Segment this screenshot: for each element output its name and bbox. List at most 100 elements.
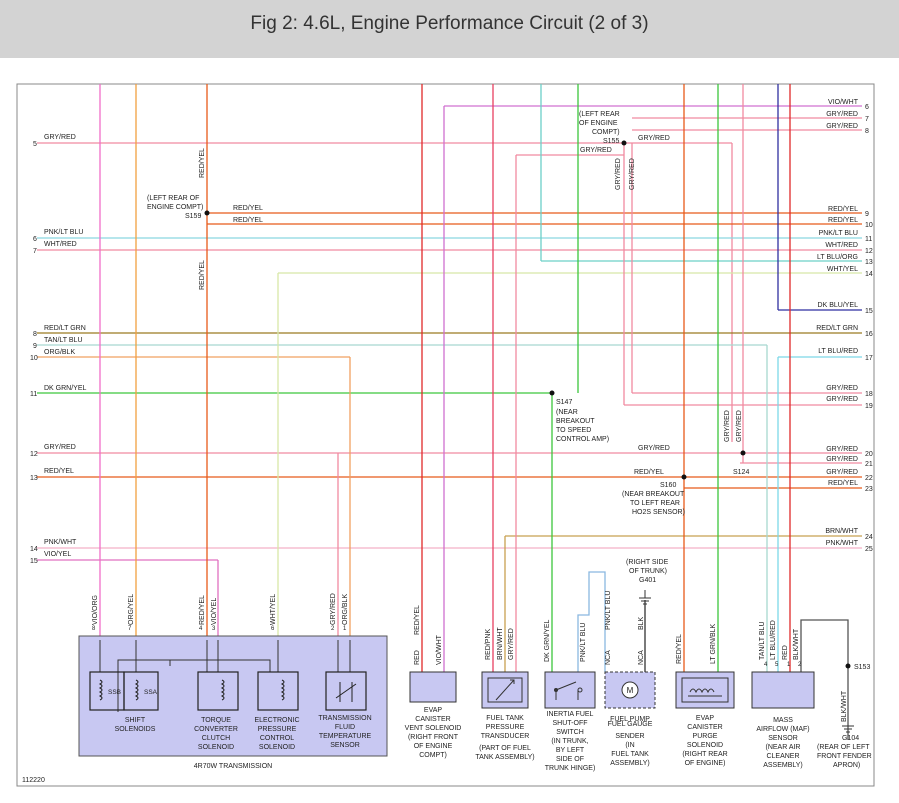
left-num-7: 7 xyxy=(33,248,37,255)
label-ssa: SSA xyxy=(144,689,158,696)
s160-line3: TO LEFT REAR xyxy=(630,500,680,507)
evap-vent-l2: CANISTER xyxy=(415,716,450,723)
g401-line2: OF TRUNK) xyxy=(629,568,667,575)
splice-s124-dot xyxy=(740,450,746,456)
left-wire-11: DK GRN/YEL xyxy=(44,385,87,392)
s155-line3: COMPT) xyxy=(592,129,620,136)
s124-id: S124 xyxy=(733,469,749,476)
ftpt-wire3: GRY/RED xyxy=(508,628,515,660)
horizontal-wires xyxy=(37,105,862,561)
fuel-sender-l2: SENDER xyxy=(615,733,644,740)
right-labels: VIO/WHT 6 GRY/RED 7 GRY/RED 8 RED/YEL 9 … xyxy=(816,99,873,553)
inertia-wire1: DK GRN/YEL xyxy=(544,619,551,662)
fuel-pump-assembly: M PNK/LT BLU BLK NCA NCA FUEL PUMP FUEL … xyxy=(604,591,656,767)
evap-vent-wire1: RED/YEL xyxy=(414,605,421,635)
tcc-l1: TORQUE xyxy=(201,717,231,724)
splice-labels: (LEFT REAR OF ENGINE COMPT) S155 GRY/RED… xyxy=(147,111,872,769)
epc-solenoid-box xyxy=(257,671,299,711)
inertia-box xyxy=(544,671,596,709)
maf-sensor: 4 5 1 2 TAN/LT BLU LT BLU/RED RED BLK/WH… xyxy=(751,620,848,769)
splice-s147-dot xyxy=(549,390,555,396)
right-wire-21: GRY/RED xyxy=(826,456,858,463)
maf-wire2: LT BLU/RED xyxy=(770,620,777,660)
s159-line2: ENGINE COMPT) xyxy=(147,204,203,211)
s159-r2: RED/YEL xyxy=(233,217,263,224)
left-num-5: 5 xyxy=(33,141,37,148)
right-num-13: 13 xyxy=(865,259,873,266)
g104-line4: APRON) xyxy=(833,762,860,769)
label-ssb: SSB xyxy=(108,689,121,696)
footer-code: 112220 xyxy=(22,777,45,784)
evap-vent-l1: EVAP xyxy=(424,707,442,714)
maf-l3: SENSOR xyxy=(768,735,798,742)
left-num-14: 14 xyxy=(30,546,38,553)
right-num-14: 14 xyxy=(865,271,873,278)
maf-wire1: TAN/LT BLU xyxy=(759,621,766,660)
vertical-wires xyxy=(99,84,849,740)
right-wire-16: RED/LT GRN xyxy=(816,325,858,332)
tcc-l4: SOLENOID xyxy=(198,744,234,751)
right-wire-20: GRY/RED xyxy=(826,446,858,453)
trans-wire-gry-red: GRY/RED xyxy=(330,593,337,625)
s159-v2: RED/YEL xyxy=(199,260,206,290)
inertia-wire2: PNK/LT BLU xyxy=(580,623,587,662)
trans-component-labels: SHIFT SOLENOIDS TORQUE CONVERTER CLUTCH … xyxy=(115,715,372,770)
purge-l5: (RIGHT REAR xyxy=(682,751,727,758)
trans-coil-labels: SSB SSA xyxy=(108,689,158,696)
right-wire-12: WHT/RED xyxy=(825,242,858,249)
left-wire-10: ORG/BLK xyxy=(44,349,75,356)
inertia-l6: SIDE OF xyxy=(556,756,584,763)
left-wire-15: VIO/YEL xyxy=(44,551,71,558)
coil-ssb-icon xyxy=(98,679,103,701)
tcc-l3: CLUTCH xyxy=(202,735,230,742)
tft-l2: FLUID xyxy=(335,724,355,731)
right-num-10: 10 xyxy=(865,222,873,229)
right-wire-22: GRY/RED xyxy=(826,469,858,476)
wire-blk-wht-maf xyxy=(800,619,849,740)
diagram-frame xyxy=(16,83,875,787)
right-wire-25: PNK/WHT xyxy=(826,540,859,547)
ground-g104-icon xyxy=(842,725,854,733)
left-num-9: 9 xyxy=(33,343,37,350)
epc-l2: PRESSURE xyxy=(258,726,297,733)
shift-solenoids-l2: SOLENOIDS xyxy=(115,726,156,733)
evap-vent-l4: (RIGHT FRONT xyxy=(408,734,459,741)
fuel-sender-l1: FUEL GAUGE xyxy=(608,721,653,728)
s160-id: S160 xyxy=(660,482,676,489)
ftpt-wire1: RED/PNK xyxy=(485,629,492,660)
coil-epc-icon xyxy=(280,679,285,701)
evap-vent-pin2: VIO/WHT xyxy=(436,634,443,665)
splice-s153-dot xyxy=(845,663,851,669)
left-wire-5: GRY/RED xyxy=(44,134,76,141)
g104-id: G104 xyxy=(842,735,859,742)
left-wire-6: PNK/LT BLU xyxy=(44,229,83,236)
ftpt-l6: TANK ASSEMBLY) xyxy=(475,754,534,761)
trans-pin-6: 6 xyxy=(271,626,275,632)
right-num-23: 23 xyxy=(865,486,873,493)
right-wire-14: WHT/YEL xyxy=(827,266,858,273)
coil-tcc-icon xyxy=(220,679,225,701)
transmission-title: 4R70W TRANSMISSION xyxy=(194,763,272,770)
fuel-sender-l5: ASSEMBLY) xyxy=(610,760,650,767)
left-num-6: 6 xyxy=(33,236,37,243)
right-wire-24: BRN/WHT xyxy=(825,528,858,535)
left-wire-7: WHT/RED xyxy=(44,241,77,248)
s147-line4: TO SPEED xyxy=(556,427,591,434)
fuel-pump-motor-m: M xyxy=(627,686,634,695)
right-num-24: 24 xyxy=(865,534,873,541)
evap-vent-solenoid: RED/YEL RED VIO/WHT EVAP CANISTER VENT S… xyxy=(405,605,462,759)
right-wire-15: DK BLU/YEL xyxy=(818,302,859,309)
evap-vent-pin1: RED xyxy=(414,650,421,665)
ftpt-l2: PRESSURE xyxy=(486,724,525,731)
g401-line1: (RIGHT SIDE xyxy=(626,559,669,566)
right-wire-11: PNK/LT BLU xyxy=(819,230,858,237)
ftpt-arrow-icon xyxy=(495,679,515,701)
maf-wire4: BLK/WHT xyxy=(793,628,800,660)
fuel-pump-motor-icon xyxy=(621,681,639,699)
purge-box xyxy=(675,671,735,709)
title-bar: Fig 2: 4.6L, Engine Performance Circuit … xyxy=(0,0,899,58)
s159-v1: RED/YEL xyxy=(199,148,206,178)
purge-l3: PURGE xyxy=(693,733,718,740)
maf-pin-5: 5 xyxy=(775,662,779,668)
